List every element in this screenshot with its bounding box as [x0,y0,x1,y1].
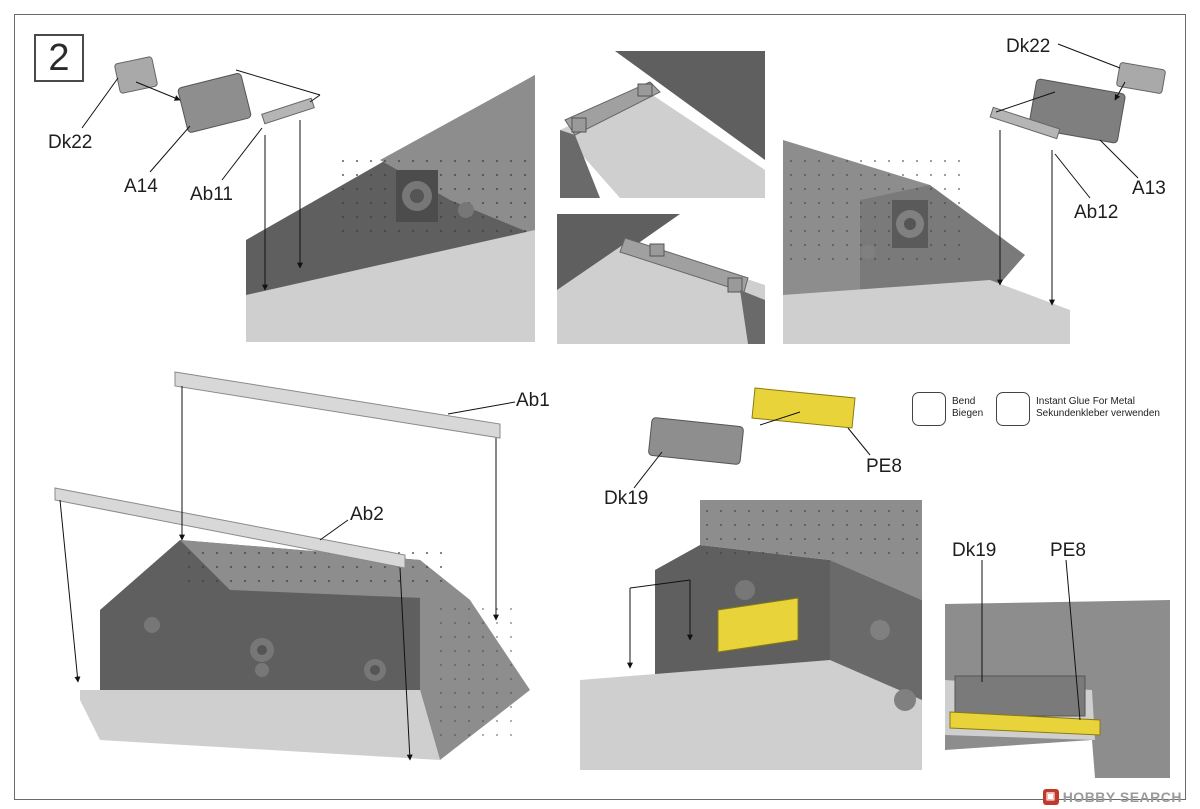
hatch-detail [396,170,474,222]
fender-deck-long [80,690,440,760]
watermark-text: HOBBY SEARCH [1062,789,1182,805]
instruction-frame [14,14,1186,800]
bottom-middle-assembly [580,387,922,770]
label-dk22-left: Dk22 [48,132,93,153]
step-number: 2 [34,34,84,82]
part-a14 [177,73,252,133]
top-right-assembly [783,43,1166,344]
part-ab11 [261,97,315,125]
bottom-left-assembly [54,371,530,761]
legend-glue-box [996,392,1030,426]
detail-panel-lower [557,214,765,344]
part-dk22-right [1116,62,1166,94]
top-left-assembly [81,56,535,342]
detail-panel-upper [560,51,765,198]
label-ab12: Ab12 [1074,202,1119,223]
label-dk22-right: Dk22 [1006,36,1051,57]
fender-deck-right [783,280,1070,344]
part-dk19 [648,417,744,465]
label-a13: A13 [1132,178,1166,199]
label-ab11: Ab11 [190,184,233,205]
detail-panel-bottom-right [935,559,1170,778]
fender-deck-mid [580,660,922,770]
legend-bend-box [912,392,946,426]
hobby-search-logo-icon: ▣ [1042,789,1059,805]
legend-glue-label: Instant Glue For Metal Sekundenkleber ve… [1036,396,1160,419]
label-dk19: Dk19 [604,488,649,509]
rail-ab1 [174,371,501,439]
label-pe8: PE8 [866,456,902,477]
part-pe8 [751,387,856,429]
part-pe8-installed [717,597,799,653]
rail-ab2 [54,487,406,569]
label-ab1: Ab1 [516,390,550,411]
hatch-detail-right [861,200,928,259]
label-dk19-detail: Dk19 [952,540,997,561]
watermark: ▣ HOBBY SEARCH [1042,789,1182,805]
fender-deck [246,230,535,342]
part-ab12 [989,106,1061,140]
legend-bend-label: Bend Biegen [952,396,984,419]
label-ab2: Ab2 [350,504,384,525]
label-pe8-detail: PE8 [1050,540,1086,561]
label-a14: A14 [124,176,158,197]
